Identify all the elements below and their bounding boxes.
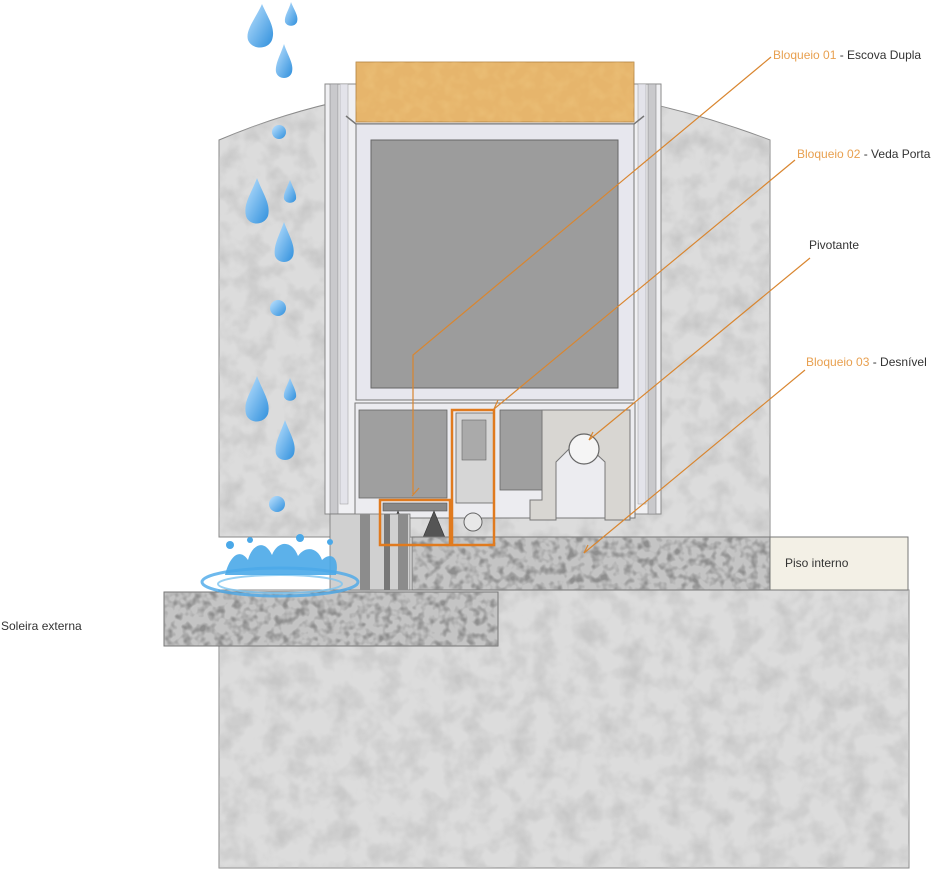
external-sill (163, 591, 499, 647)
label-bloqueio-03-prefix: Bloqueio 03 (806, 355, 870, 369)
foam-filler (345, 61, 645, 125)
door-leaf (355, 123, 635, 401)
label-soleira-externa: Soleira externa (1, 619, 82, 633)
label-bloqueio-02-suffix: - Veda Porta (860, 147, 931, 161)
label-bloqueio-01-prefix: Bloqueio 01 (773, 48, 837, 62)
label-bloqueio-02: Bloqueio 02 - Veda Porta (797, 147, 930, 161)
highlight-boxes (378, 408, 496, 547)
label-bloqueio-03-suffix: - Desnível (869, 355, 927, 369)
label-piso-interno: Piso interno (785, 556, 849, 570)
label-pivotante: Pivotante (809, 238, 860, 252)
label-bloqueio-02-prefix: Bloqueio 02 (797, 147, 861, 161)
label-bloqueio-01: Bloqueio 01 - Escova Dupla (773, 48, 921, 62)
pivot-housing (529, 409, 631, 521)
label-bloqueio-01-suffix: - Escova Dupla (836, 48, 922, 62)
interior-floor (411, 536, 909, 591)
label-bloqueio-03: Bloqueio 03 - Desnível (806, 355, 927, 369)
water-splash (200, 534, 360, 598)
rain-drops (245, 2, 298, 512)
leader-lines (411, 56, 811, 554)
outer-profile (329, 513, 411, 591)
